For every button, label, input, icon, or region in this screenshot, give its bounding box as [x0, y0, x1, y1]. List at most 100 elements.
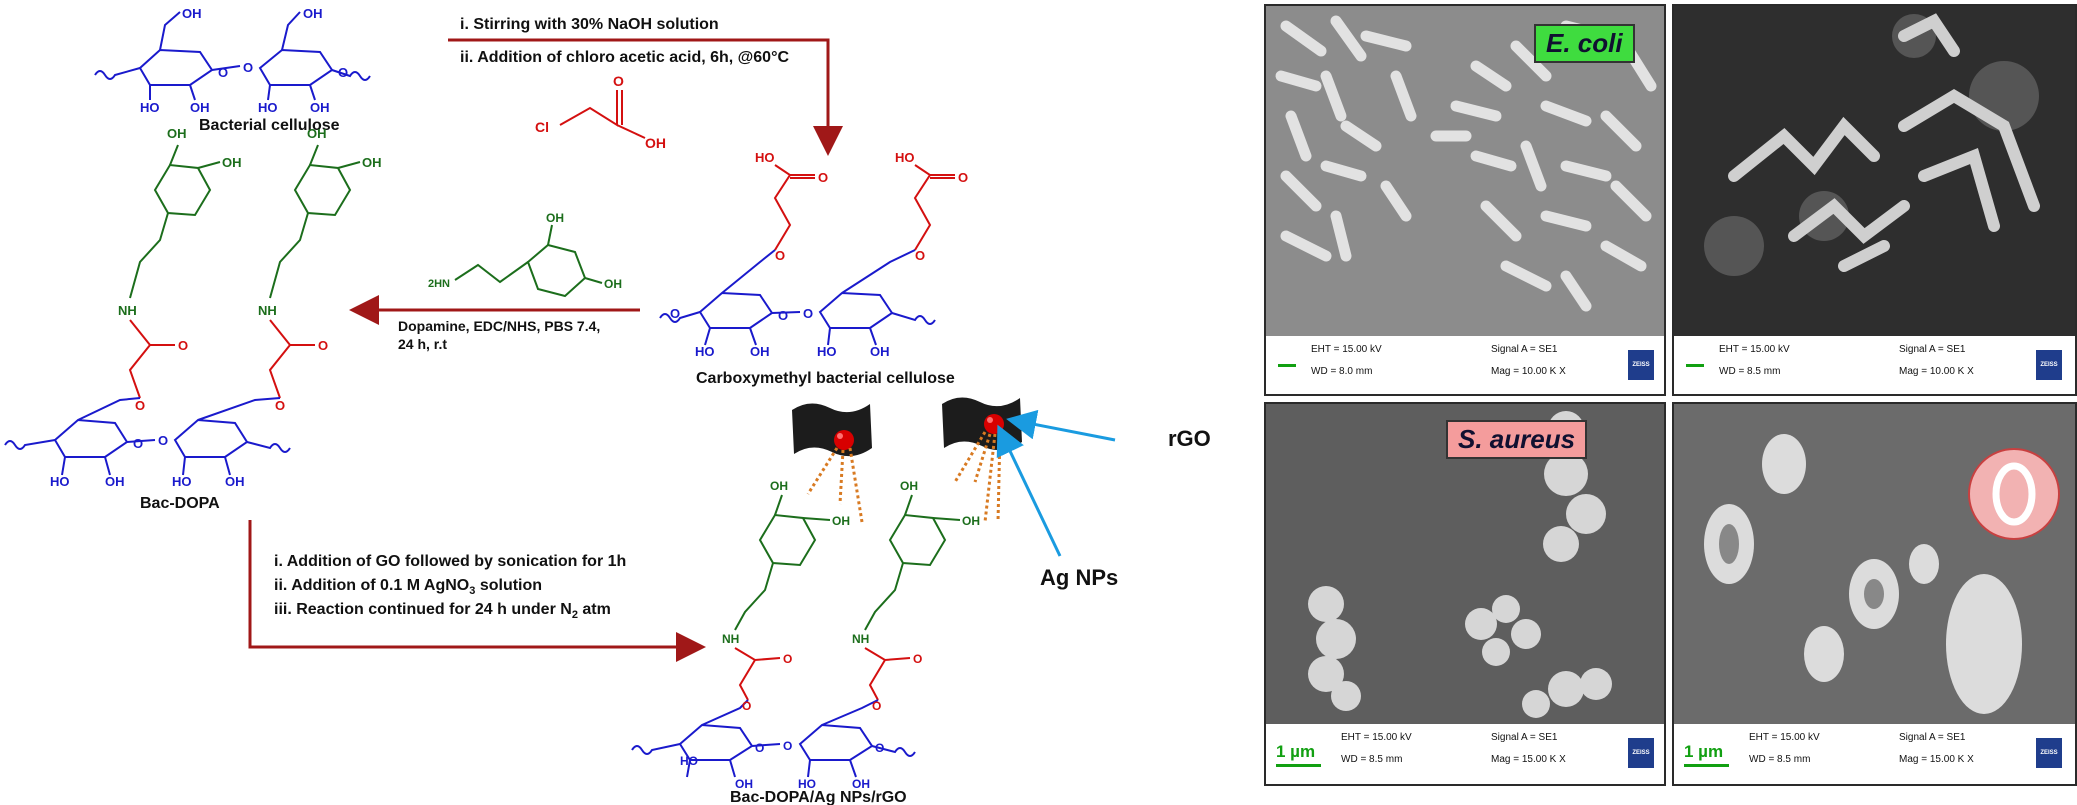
cmbc-ho-3: HO [695, 344, 715, 359]
cmbc-oh-1: OH [750, 344, 770, 359]
bacdopa-oh-1: OH [167, 126, 187, 141]
zeiss-logo-3: ZEISS [1628, 738, 1654, 768]
final-o-1: O [783, 652, 792, 666]
sem-mag-2: Mag = 10.00 K X [1899, 366, 1974, 377]
cmbc-ho-2: HO [895, 150, 915, 165]
bc-o-2: O [243, 60, 253, 75]
sem-mag-4: Mag = 15.00 K X [1899, 754, 1974, 765]
bac-dopa-structure [4, 144, 361, 476]
cmbc-o-1: O [818, 170, 828, 185]
bacterial-cellulose-label: Bacterial cellulose [199, 117, 340, 134]
sem-wd-4: WD = 8.5 mm [1749, 754, 1811, 765]
sem-wd-3: WD = 8.5 mm [1341, 754, 1403, 765]
saureus-zoom-inset [1968, 448, 2060, 540]
final-product-label: Bac-DOPA/Ag NPs/rGO [730, 789, 907, 805]
cmbc-ho-4: HO [817, 344, 837, 359]
zeiss-logo-2: ZEISS [2036, 350, 2062, 380]
step1-line1: i. Stirring with 30% NaOH solution [460, 16, 719, 33]
bacdopa-oh-2: OH [222, 155, 242, 170]
bc-oh-4: OH [310, 100, 330, 115]
bacdopa-o-1: O [178, 338, 188, 353]
bacdopa-o-3: O [135, 398, 145, 413]
bc-oh-3: OH [190, 100, 210, 115]
bacdopa-nh-2: NH [258, 303, 277, 318]
final-oh-2: OH [832, 514, 850, 528]
final-oh-3: OH [900, 479, 918, 493]
dopamine-structure [454, 224, 603, 298]
sem-info-bar-3: EHT = 15.00 kV WD = 8.5 mm Signal A = SE… [1266, 724, 1664, 784]
scale-bar-3 [1276, 764, 1321, 767]
final-oh-1: OH [770, 479, 788, 493]
final-oh-4: OH [962, 514, 980, 528]
sem-info-bar-2: EHT = 15.00 kV WD = 8.5 mm Signal A = SE… [1674, 336, 2075, 394]
chloroacetic-acid-structure [559, 90, 646, 139]
final-nh-2: NH [852, 632, 869, 646]
sem-eht-4: EHT = 15.00 kV [1749, 732, 1820, 743]
bac-dopa-ag-rgo-structure [631, 494, 961, 778]
rgo-sheet-2 [942, 397, 1022, 523]
scale-label-4: 1 µm [1684, 742, 1724, 761]
sem-eht-3: EHT = 15.00 kV [1341, 732, 1412, 743]
scale-bar-1 [1278, 364, 1296, 367]
zeiss-logo-1: ZEISS [1628, 350, 1654, 380]
step1-arrow [448, 38, 843, 156]
final-ho-2: HO [798, 777, 816, 791]
chloro-oh: OH [645, 135, 666, 151]
chloro-cl: Cl [535, 119, 549, 135]
bc-o-1: O [218, 65, 228, 80]
bacdopa-ho-1: HO [50, 474, 70, 489]
bacterial-cellulose-structure [94, 11, 371, 101]
final-o-3: O [742, 699, 751, 713]
sem-panel-ecoli-treated: EHT = 15.00 kV WD = 8.5 mm Signal A = SE… [1672, 4, 2077, 396]
bacdopa-oh-3: OH [307, 126, 327, 141]
step3-arrow [248, 520, 706, 662]
dopamine-line2: 24 h, r.t [398, 336, 447, 352]
bacdopa-oh-5: OH [105, 474, 125, 489]
bacdopa-oh-6: OH [225, 474, 245, 489]
rgo-label: rGO [1168, 426, 1211, 451]
cmbc-o-5: O [670, 306, 680, 321]
final-o-6: O [783, 739, 792, 753]
scale-bar-2 [1686, 364, 1704, 367]
saureus-label: S. aureus [1446, 420, 1588, 459]
cmbc-o-4: O [915, 248, 925, 263]
cmbc-oh-2: OH [870, 344, 890, 359]
final-nh-1: NH [722, 632, 739, 646]
sem-signal-3: Signal A = SE1 [1491, 732, 1558, 743]
step3-line2: ii. Addition of 0.1 M AgNO3 solution [274, 577, 542, 597]
cmbc-o-2: O [775, 248, 785, 263]
sem-mag-3: Mag = 15.00 K X [1491, 754, 1566, 765]
scale-bar-4 [1684, 764, 1729, 767]
final-oh-6: OH [852, 777, 870, 791]
bc-o-3: O [338, 65, 348, 80]
sem-eht-2: EHT = 15.00 kV [1719, 344, 1790, 355]
dopamine-amine: 2HN [428, 278, 450, 290]
sem-info-bar-1: EHT = 15.00 kV WD = 8.0 mm Signal A = SE… [1266, 336, 1664, 394]
step1-line2: ii. Addition of chloro acetic acid, 6h, … [460, 49, 789, 66]
bc-ho-2: HO [258, 100, 278, 115]
sem-wd-2: WD = 8.5 mm [1719, 366, 1781, 377]
cmbc-o-3: O [958, 170, 968, 185]
final-oh-5: OH [735, 777, 753, 791]
sem-panel-ecoli-control: EHT = 15.00 kV WD = 8.0 mm Signal A = SE… [1264, 4, 1666, 396]
scale-label-3: 1 µm [1276, 742, 1316, 761]
sem-mag-1: Mag = 10.00 K X [1491, 366, 1566, 377]
final-o-4: O [872, 699, 881, 713]
dopamine-oh-1: OH [546, 211, 564, 225]
final-ho-1: HO [680, 754, 698, 768]
bc-oh-2: OH [303, 6, 323, 21]
bacdopa-ho-2: HO [172, 474, 192, 489]
final-o-5: O [755, 741, 764, 755]
step3-line3: iii. Reaction continued for 24 h under N… [274, 601, 611, 621]
bacdopa-o-2: O [318, 338, 328, 353]
bacdopa-o-6: O [158, 433, 168, 448]
ecoli-treated-micrograph [1674, 6, 2075, 336]
bacdopa-oh-4: OH [362, 155, 382, 170]
reaction-scheme: OH OH O O O HO OH HO OH Bacterial cellul… [4, 6, 1211, 805]
sem-info-bar-4: EHT = 15.00 kV WD = 8.5 mm Signal A = SE… [1674, 724, 2075, 784]
sem-signal-1: Signal A = SE1 [1491, 344, 1558, 355]
cmbc-o-6: O [778, 308, 788, 323]
sem-signal-4: Signal A = SE1 [1899, 732, 1966, 743]
cmbc-o-7: O [803, 306, 813, 321]
bc-ho-1: HO [140, 100, 160, 115]
